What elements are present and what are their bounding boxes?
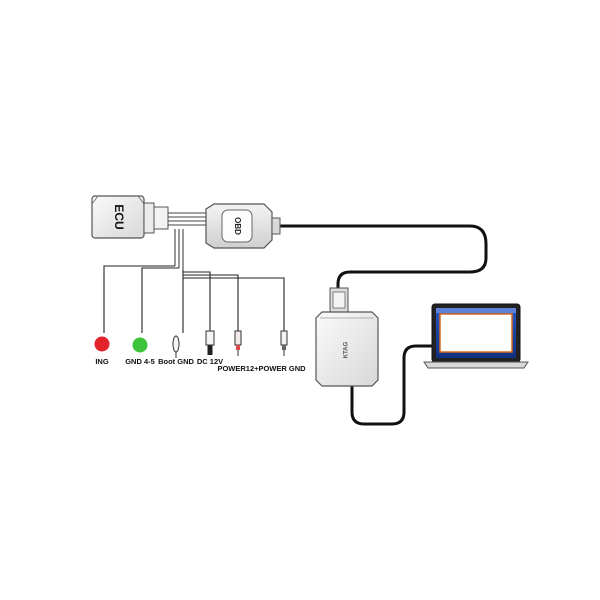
dc12v-jack-icon xyxy=(205,330,215,355)
connector-label-ing: ING xyxy=(95,357,109,366)
device-label: KTAG xyxy=(344,341,350,358)
obd-label: OBD xyxy=(233,217,242,235)
connector-label-power12: POWER12+ xyxy=(217,364,259,373)
gnd-connector-icon xyxy=(132,337,148,353)
connector-label-power-gnd: POWER GND xyxy=(258,364,306,373)
ecu-module: ECU xyxy=(91,195,169,239)
laptop xyxy=(423,303,529,369)
harness-wires xyxy=(168,212,206,270)
boot-gnd-probe-icon xyxy=(172,335,180,358)
branch-lines xyxy=(103,265,285,333)
ing-connector-icon xyxy=(94,336,110,352)
ecu-label: ECU xyxy=(112,204,126,229)
power-gnd-plug-icon xyxy=(280,330,288,356)
power12-plug-icon xyxy=(234,330,242,356)
obd-cable xyxy=(272,224,488,292)
programmer-device: KTAG xyxy=(315,287,379,387)
usb-cable xyxy=(350,344,432,426)
connector-label-boot-gnd: Boot GND xyxy=(158,357,194,366)
connector-label-dc12v: DC 12V xyxy=(197,357,223,366)
connector-label-gnd: GND 4-5 xyxy=(125,357,155,366)
obd-connector: OBD xyxy=(205,203,281,249)
